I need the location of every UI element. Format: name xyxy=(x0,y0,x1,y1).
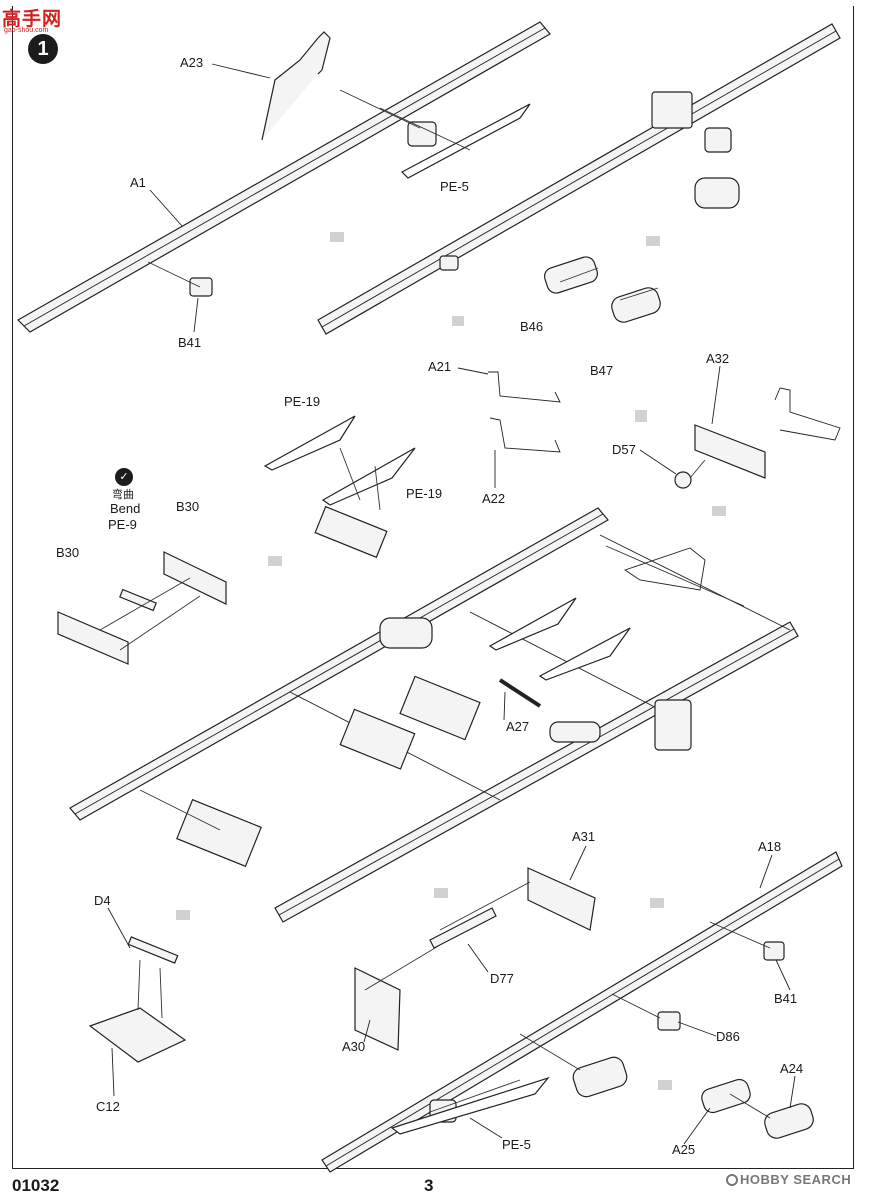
watermark-logo-icon xyxy=(726,1174,738,1186)
step-number-badge: 1 xyxy=(28,34,58,64)
photo-etch-pe19-right xyxy=(321,447,416,506)
label-a18: A18 xyxy=(758,839,782,854)
label-a23: A23 xyxy=(180,55,204,70)
label-a30: A30 xyxy=(342,1039,366,1054)
label-pe9: PE-9 xyxy=(108,517,137,532)
label-a21: A21 xyxy=(428,359,452,374)
label-a31: A31 xyxy=(572,829,596,844)
bracket-a21 xyxy=(488,371,561,403)
check-circle-icon: ✓ xyxy=(115,468,133,486)
main-chassis xyxy=(69,507,799,923)
watermark: HOBBY SEARCH xyxy=(726,1172,851,1187)
main-chassis-plate-top xyxy=(488,597,577,651)
bracket-a22 xyxy=(489,417,561,453)
label-d4: D4 xyxy=(94,893,111,908)
label-b30-left: B30 xyxy=(56,545,80,560)
label-b47: B47 xyxy=(590,363,614,378)
part-c12 xyxy=(88,1007,187,1063)
label-b41-top: B41 xyxy=(178,335,202,350)
cross-member-a32 xyxy=(694,387,841,479)
label-pe19-right: PE-19 xyxy=(406,486,443,501)
watermark-text: HOBBY SEARCH xyxy=(740,1172,852,1187)
label-pe5-top: PE-5 xyxy=(440,179,469,194)
label-b30-right: B30 xyxy=(176,499,200,514)
label-a24: A24 xyxy=(780,1061,804,1076)
site-logo: 高手网 xyxy=(2,9,63,30)
page-number: 3 xyxy=(424,1176,434,1195)
frame-rail-right-top xyxy=(317,23,841,335)
label-pe5-bottom: PE-5 xyxy=(502,1137,531,1152)
front-bracket-assembly xyxy=(623,547,706,591)
part-d57 xyxy=(674,471,692,489)
frame-rail-a1 xyxy=(17,21,551,333)
cross-member-a30 xyxy=(354,967,401,1051)
bend-label-en: Bend xyxy=(110,501,141,516)
label-c12: C12 xyxy=(96,1099,120,1114)
tank-bottom-centre xyxy=(572,1056,628,1098)
cross-member-b30-right xyxy=(163,551,227,605)
bend-label-cn: 弯曲 xyxy=(112,489,134,501)
leader-lines xyxy=(107,63,796,1145)
rotation-hatch-markers xyxy=(176,232,726,1090)
label-a32: A32 xyxy=(706,351,730,366)
site-logo-url: gao-shou.com xyxy=(4,27,49,34)
label-a22: A22 xyxy=(482,491,506,506)
main-chassis-plate-bottom xyxy=(538,627,631,681)
bend-part-pe9 xyxy=(119,588,157,612)
label-a27: A27 xyxy=(506,719,530,734)
cross-member-a31 xyxy=(527,867,596,931)
part-d4 xyxy=(127,936,179,964)
label-d86: D86 xyxy=(716,1029,740,1044)
label-a25: A25 xyxy=(672,1142,696,1157)
photo-etch-pe19-left xyxy=(263,415,356,471)
cross-member-d77 xyxy=(429,907,497,949)
label-d77: D77 xyxy=(490,971,514,986)
part-d86 xyxy=(657,1011,681,1031)
photo-etch-pe5-bottom xyxy=(390,1076,550,1135)
frame-section-pe19-target xyxy=(314,505,388,559)
label-a1: A1 xyxy=(130,175,146,190)
photo-etch-pe5-top xyxy=(401,103,531,179)
label-b41-bottom: B41 xyxy=(774,991,798,1006)
label-pe19-left: PE-19 xyxy=(284,394,321,409)
tank-a24 xyxy=(764,1103,814,1139)
tank-a25 xyxy=(701,1078,751,1114)
part-b41-bottom xyxy=(763,941,785,961)
tank-b46 xyxy=(543,256,599,294)
label-d57: D57 xyxy=(612,442,636,457)
cross-member-b30-left xyxy=(57,611,129,665)
kit-number: 01032 xyxy=(12,1176,60,1195)
tank-b47 xyxy=(611,287,661,323)
rod-a27 xyxy=(498,678,542,708)
label-b46: B46 xyxy=(520,319,544,334)
page-frame xyxy=(12,6,854,1169)
guide-arrows xyxy=(99,89,771,1119)
